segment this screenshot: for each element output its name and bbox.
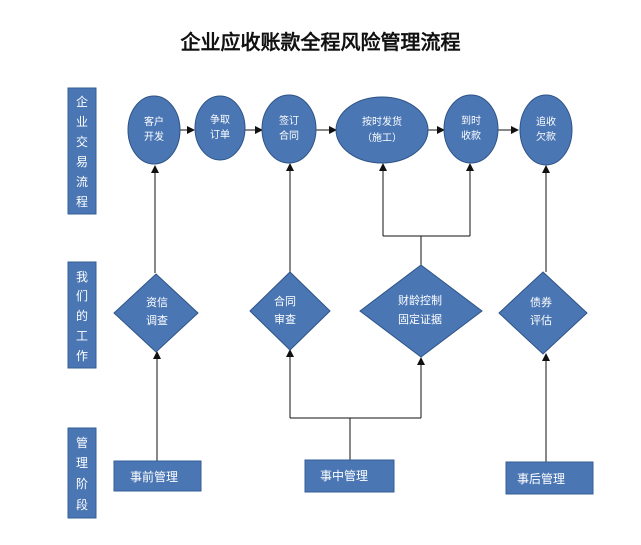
lane-char: 交	[76, 134, 88, 149]
lane-char: 程	[76, 194, 88, 209]
stage-label: 事中管理	[320, 468, 368, 483]
stage-mid-management: 事中管理	[304, 459, 395, 493]
node-label: 签订	[279, 114, 299, 127]
node-label: 争取	[210, 113, 230, 126]
lane-char: 的	[76, 308, 88, 323]
lane-char: 管	[76, 435, 88, 450]
diamond-age-control-evidence: 财龄控制 固定证据	[359, 264, 483, 358]
lane-trade-process: 企 业 交 易 流 程	[67, 87, 97, 215]
diamond-label: 审查	[274, 312, 296, 326]
node-label: 按时发货	[362, 115, 402, 128]
diamond-contract-review: 合同 审查	[249, 271, 331, 351]
node-recover-debt: 追收 欠款	[519, 94, 573, 166]
node-sign-contract: 签订 合同	[261, 94, 317, 164]
lane-char: 阶	[76, 477, 88, 491]
node-label: （施工）	[362, 131, 402, 144]
diamond-credit-investigation: 资信 调查	[113, 273, 199, 353]
work-connectors	[151, 163, 550, 273]
lane-char: 流	[76, 175, 88, 189]
node-label: 欠款	[536, 130, 556, 143]
node-label: 追收	[536, 115, 556, 128]
node-label: 合同	[279, 129, 299, 142]
diamond-label: 调查	[146, 313, 168, 327]
stage-post-management: 事后管理	[505, 461, 594, 495]
lane-char: 易	[76, 155, 88, 169]
lane-char: 工	[76, 329, 88, 343]
diamond-label: 资信	[146, 296, 168, 309]
diamond-label: 评估	[530, 314, 552, 327]
stage-connectors	[153, 349, 550, 462]
stage-label: 事后管理	[517, 471, 565, 486]
node-customer-development: 客户 开发	[127, 95, 181, 165]
lane-char: 们	[76, 288, 88, 303]
lane-char: 我	[76, 270, 88, 284]
node-ship-on-time: 按时发货 （施工）	[335, 96, 429, 164]
node-label: 订单	[210, 129, 230, 141]
diagram-title: 企业应收账款全程风险管理流程	[180, 30, 461, 54]
stage-label: 事前管理	[130, 469, 178, 484]
lane-management-stage: 管 理 阶 段	[67, 427, 97, 519]
lane-char: 作	[76, 349, 88, 363]
lane-char: 段	[76, 497, 88, 512]
diamond-label: 财龄控制	[398, 293, 442, 307]
lane-char: 理	[76, 456, 88, 470]
node-label: 客户	[144, 115, 164, 128]
diamond-label: 债券	[530, 295, 552, 309]
diamond-label: 合同	[274, 294, 296, 308]
node-label: 开发	[144, 130, 164, 143]
lane-char: 企	[76, 94, 88, 109]
diamond-label: 固定证据	[398, 312, 442, 326]
node-label: 到时	[461, 115, 481, 127]
node-win-orders: 争取 订单	[194, 95, 246, 161]
stage-pre-management: 事前管理	[113, 460, 202, 492]
lane-our-work: 我 们 的 工 作	[67, 261, 97, 369]
lane-char: 业	[76, 115, 88, 129]
node-collect-on-time: 到时 收款	[443, 94, 499, 164]
diamond-debt-assessment: 债券 评估	[498, 271, 588, 355]
node-label: 收款	[461, 129, 481, 142]
